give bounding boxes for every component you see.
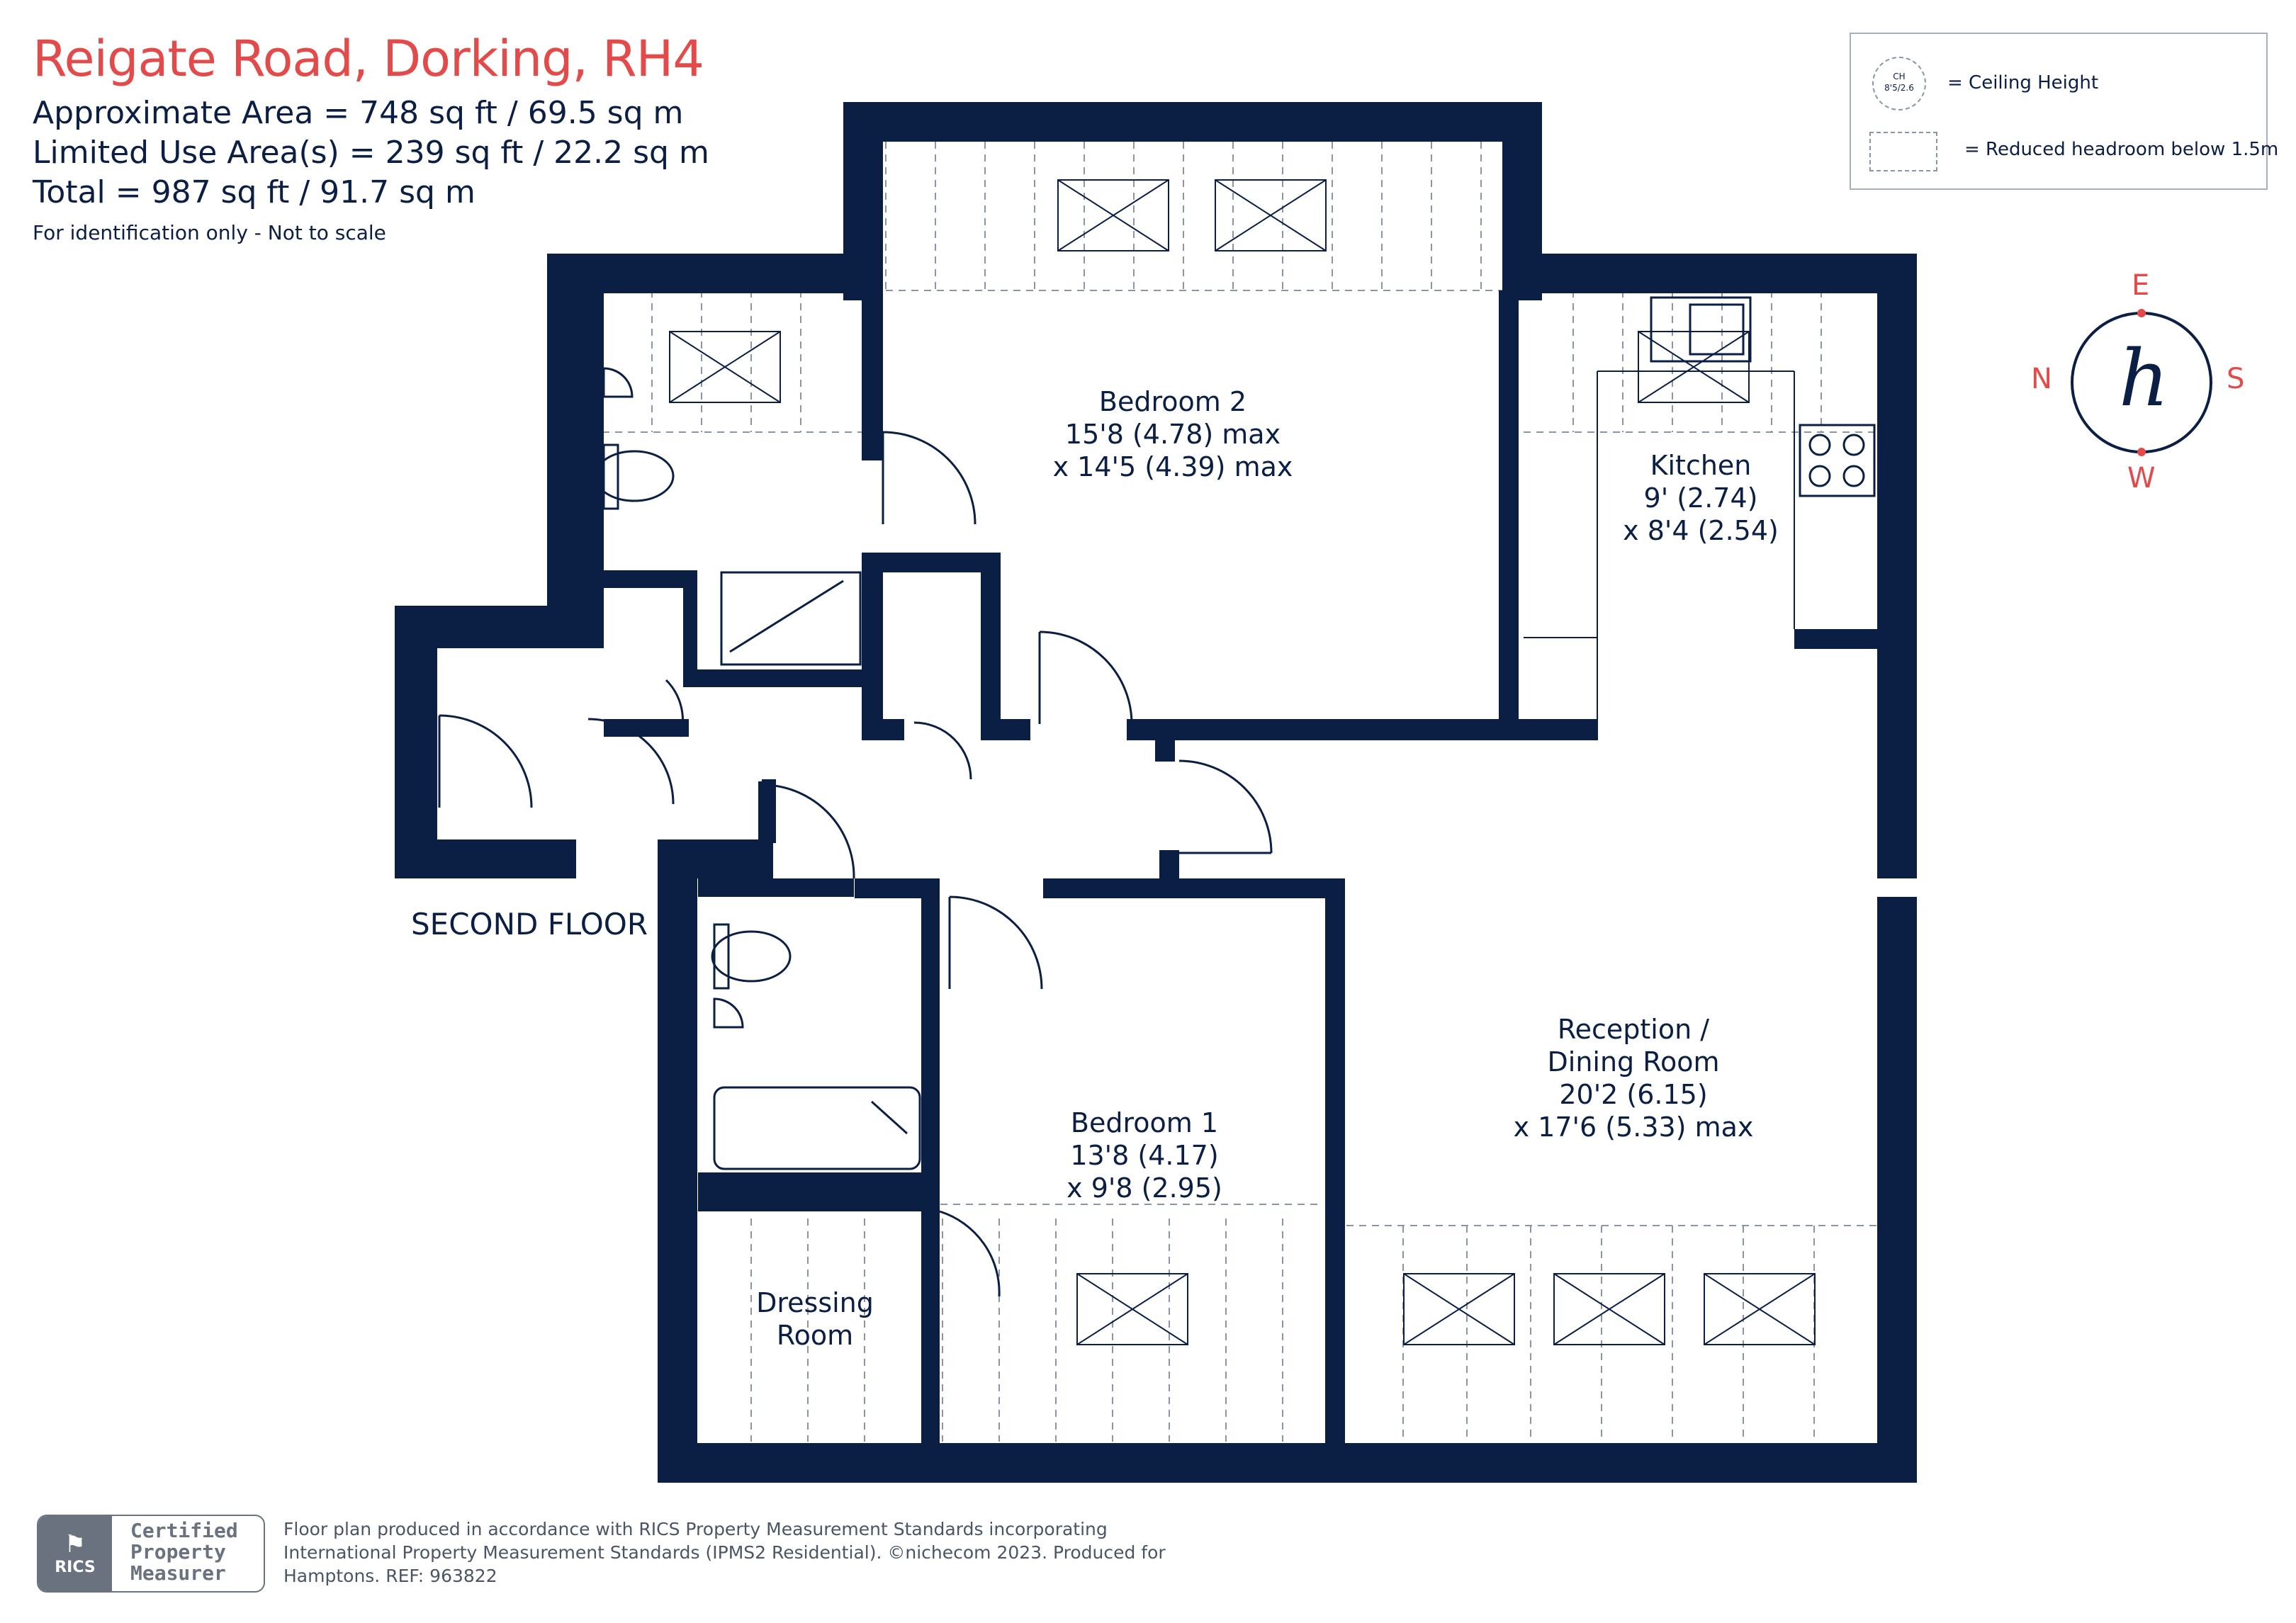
room-dressing: Dressing Room (756, 1287, 874, 1351)
footer-line-3: Hamptons. REF: 963822 (283, 1566, 497, 1586)
compass-west: W (2127, 462, 2156, 494)
approximate-area: Approximate Area = 748 sq ft / 69.5 sq m (33, 95, 684, 131)
compass-east: E (2132, 269, 2150, 302)
toilet-lower (711, 930, 792, 983)
shower-tray (720, 571, 862, 666)
hob (1799, 424, 1876, 497)
compass-north: N (2031, 363, 2052, 395)
compass (2071, 309, 2212, 456)
fixtures (594, 296, 1876, 1170)
bath (713, 1086, 921, 1170)
rics-logo-icon: ⚑ RICS (38, 1516, 112, 1591)
walls (395, 102, 2052, 1483)
room-reception-dining: Reception / Dining Room 20'2 (6.15) x 17… (1513, 1014, 1754, 1143)
property-title: Reigate Road, Dorking, RH4 (33, 30, 704, 88)
toilet-upper (594, 450, 675, 502)
limited-use-area: Limited Use Area(s) = 239 sq ft / 22.2 s… (33, 135, 709, 171)
kitchen-sink (1650, 296, 1752, 363)
identification-note: For identification only - Not to scale (33, 221, 386, 244)
skylights (669, 179, 1816, 1345)
ceiling-height-icon: CH 8'5/2.6 (1872, 57, 1926, 111)
door-swings (438, 431, 1273, 1297)
room-bedroom-2: Bedroom 2 15'8 (4.78) max x 14'5 (4.39) … (1052, 386, 1293, 482)
room-bedroom-1: Bedroom 1 13'8 (4.17) x 9'8 (2.95) (1067, 1107, 1222, 1204)
total-area: Total = 987 sq ft / 91.7 sq m (33, 174, 475, 210)
footer-line-2: International Property Measurement Stand… (283, 1542, 1166, 1563)
hamptons-logo-icon: h (2119, 333, 2169, 424)
floor-label: SECOND FLOOR (411, 907, 648, 941)
basin-upper (602, 367, 634, 398)
reduced-headroom-icon (1869, 132, 1937, 171)
legend-reduced-headroom: = Reduced headroom below 1.5m (1964, 139, 2279, 160)
legend-box: CH 8'5/2.6 = Ceiling Height = Reduced he… (1850, 33, 2278, 190)
room-kitchen: Kitchen 9' (2.74) x 8'4 (2.54) (1623, 450, 1779, 546)
basin-lower (713, 997, 744, 1029)
footer-line-1: Floor plan produced in accordance with R… (283, 1519, 1108, 1539)
rics-badge: ⚑ RICS Certified Property Measurer (37, 1515, 265, 1593)
compass-south: S (2227, 363, 2245, 395)
reduced-headroom-lines (602, 142, 1878, 1442)
legend-ceiling-height: = Ceiling Height (1947, 72, 2099, 94)
